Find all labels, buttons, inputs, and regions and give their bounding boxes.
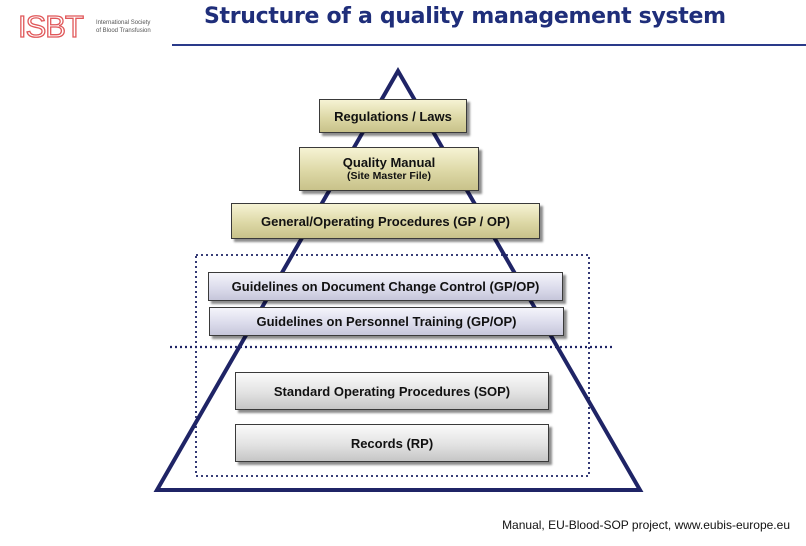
logo-org-line-1: International Society [96,20,151,26]
regulations-laws-box: Regulations / Laws [319,99,467,133]
records-label: Records (RP) [350,435,434,451]
site-master-file-label: (Site Master File) [346,170,432,182]
isbt-logo: ISBT International Society of Blood Tran… [17,9,158,44]
page-title: Structure of a quality management system [204,4,726,29]
guidelines-personnel-training-label: Guidelines on Personnel Training (GP/OP) [256,314,517,329]
standard-operating-procedures-box: Standard Operating Procedures (SOP) [235,372,549,410]
dotted-procedures-region [195,254,590,477]
guidelines-change-control-box: Guidelines on Document Change Control (G… [208,272,563,301]
title-underline [172,44,806,46]
standard-operating-procedures-label: Standard Operating Procedures (SOP) [273,383,511,399]
source-footer: Manual, EU-Blood-SOP project, www.eubis-… [502,518,790,532]
logo-org-line-2: of Blood Transfusion [96,28,151,34]
logo-mark: ISBT [17,9,84,44]
logo-org-name: International Society of Blood Transfusi… [96,19,151,35]
records-box: Records (RP) [235,424,549,462]
quality-manual-label: Quality Manual [342,155,436,170]
guidelines-change-control-label: Guidelines on Document Change Control (G… [231,279,540,294]
general-operating-procedures-label: General/Operating Procedures (GP / OP) [261,213,510,229]
general-operating-procedures-box: General/Operating Procedures (GP / OP) [231,203,540,239]
guidelines-personnel-training-box: Guidelines on Personnel Training (GP/OP) [209,307,564,336]
regulations-laws-label: Regulations / Laws [334,108,452,124]
quality-manual-box: Quality Manual (Site Master File) [299,147,479,191]
